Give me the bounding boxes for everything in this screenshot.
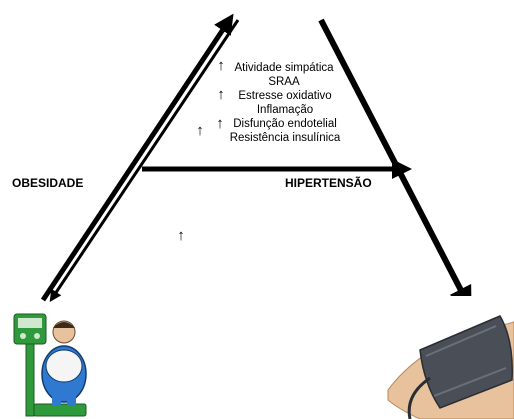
up-arrow-icon: ↑ [216,115,224,132]
left-arrow-up [40,13,234,302]
obese-person-icon [12,313,90,417]
up-arrow-icon: ↑ [217,86,225,103]
up-arrow-icon: ↑ [196,122,204,139]
blood-pressure-cuff-icon [387,296,514,419]
mechanism-sympathetic: Atividade simpática [234,62,334,74]
mechanism-raas: SRAA [268,76,300,88]
hypertension-label: HIPERTENSÃO [285,176,372,190]
obesity-label: OBESIDADE [12,176,84,190]
left-arrow-down [49,19,240,302]
mechanism-inflammation: Inflamação [256,104,314,116]
up-arrow-icon: ↑ [177,227,185,244]
mechanism-oxidative-stress: Estresse oxidativo [238,90,332,102]
mechanism-insulin-resistance: Resistência insulínica [229,132,341,144]
mechanism-endothelial-dysfunction: Disfunção endotelial [233,118,337,130]
up-arrow-icon: ↑ [217,57,225,74]
right-arrow-down [318,18,472,311]
